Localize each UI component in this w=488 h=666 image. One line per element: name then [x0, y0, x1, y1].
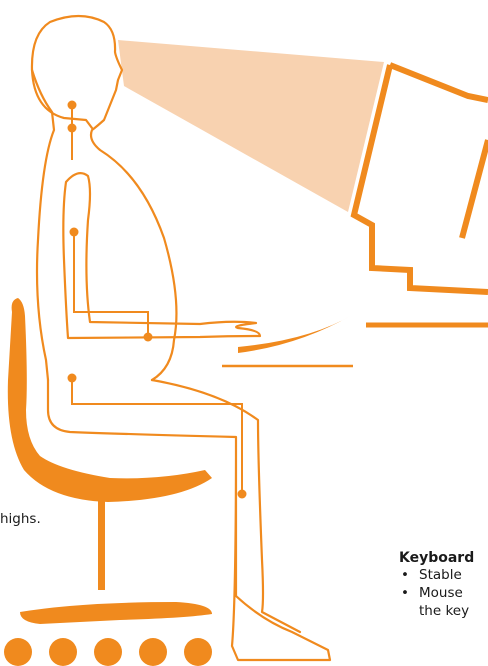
chair-icon: [4, 298, 212, 666]
keyboard-section-title: Keyboard: [399, 550, 474, 567]
bullet-marker: •: [401, 567, 417, 584]
sight-cone: [118, 40, 384, 212]
bullet-marker: •: [401, 585, 417, 602]
keyboard-icon: [238, 315, 352, 353]
bullet-text: Stable: [419, 567, 462, 584]
bullet-text: Mouse: [419, 585, 463, 602]
posture-guide-nodes: [68, 101, 247, 499]
keyboard-bullet-2-continuation: the key: [419, 603, 469, 620]
caption-fragment-thighs: highs.: [0, 511, 41, 528]
